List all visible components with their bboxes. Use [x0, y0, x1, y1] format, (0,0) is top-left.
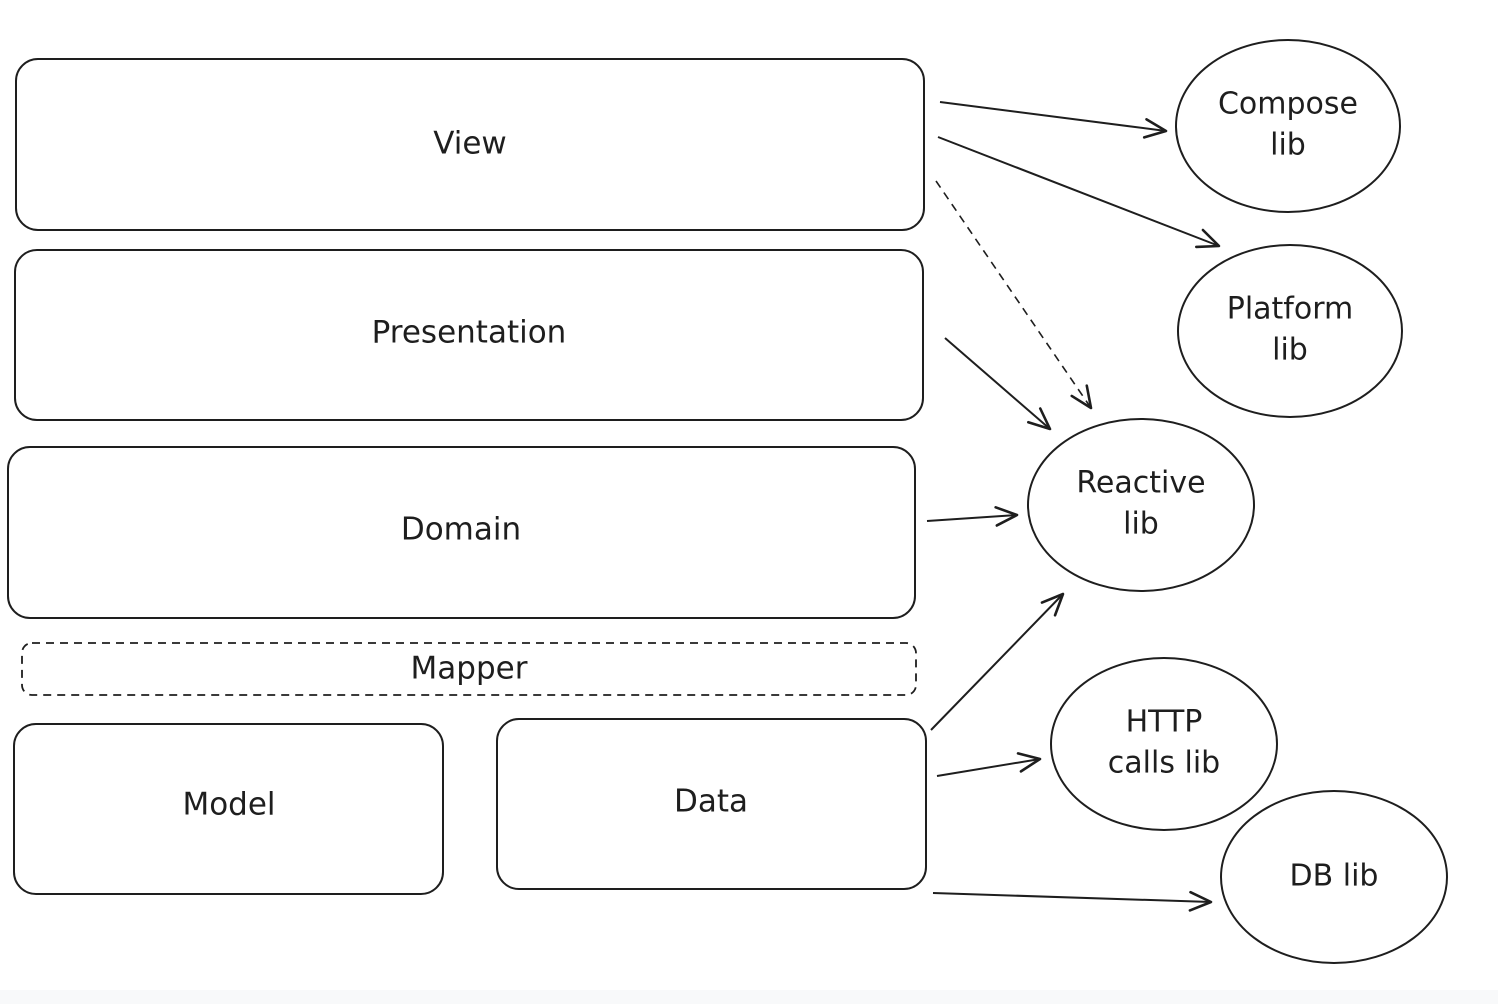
arrow-data-to-http: [936, 752, 1042, 777]
node-http-calls-lib[interactable]: HTTP calls lib: [1050, 657, 1278, 831]
node-compose-lib-line-1: Compose: [1218, 87, 1358, 122]
arrow-data-to-db: [932, 890, 1213, 912]
node-platform-lib[interactable]: Platform lib: [1177, 244, 1403, 418]
node-compose-lib[interactable]: Compose lib: [1175, 39, 1401, 213]
layer-mapper-label: Mapper: [411, 651, 528, 687]
layer-presentation-label: Presentation: [372, 315, 567, 351]
node-http-lib-line-2: calls lib: [1108, 746, 1220, 781]
arrow-view-to-compose: [939, 101, 1168, 139]
layer-presentation[interactable]: Presentation: [14, 249, 924, 421]
node-http-lib-line-1: HTTP: [1126, 705, 1203, 740]
layer-domain[interactable]: Domain: [7, 446, 916, 619]
node-compose-lib-line-2: lib: [1270, 128, 1306, 163]
layer-mapper[interactable]: Mapper: [21, 642, 917, 696]
arrow-presentation-to-reactive: [944, 337, 1052, 431]
node-reactive-lib-line-1: Reactive: [1076, 466, 1205, 501]
layer-domain-label: Domain: [401, 512, 521, 548]
node-reactive-lib[interactable]: Reactive lib: [1027, 418, 1255, 592]
arrow-domain-to-reactive: [926, 506, 1019, 527]
arrow-data-to-reactive: [930, 592, 1065, 731]
layer-data-label: Data: [674, 784, 748, 820]
layer-data[interactable]: Data: [496, 718, 927, 890]
arrow-view-to-platform: [937, 136, 1221, 249]
node-db-lib-line-1: DB lib: [1290, 859, 1379, 894]
layer-view-label: View: [433, 126, 507, 162]
node-db-lib[interactable]: DB lib: [1220, 790, 1448, 964]
layer-model-label: Model: [182, 787, 275, 823]
bottom-strip: [0, 990, 1498, 1004]
node-platform-lib-line-1: Platform: [1227, 292, 1354, 327]
layer-view[interactable]: View: [15, 58, 925, 231]
node-platform-lib-line-2: lib: [1272, 333, 1308, 368]
node-reactive-lib-line-2: lib: [1123, 507, 1159, 542]
arrow-view-to-reactive-dashed: [935, 180, 1093, 410]
layer-model[interactable]: Model: [13, 723, 444, 895]
